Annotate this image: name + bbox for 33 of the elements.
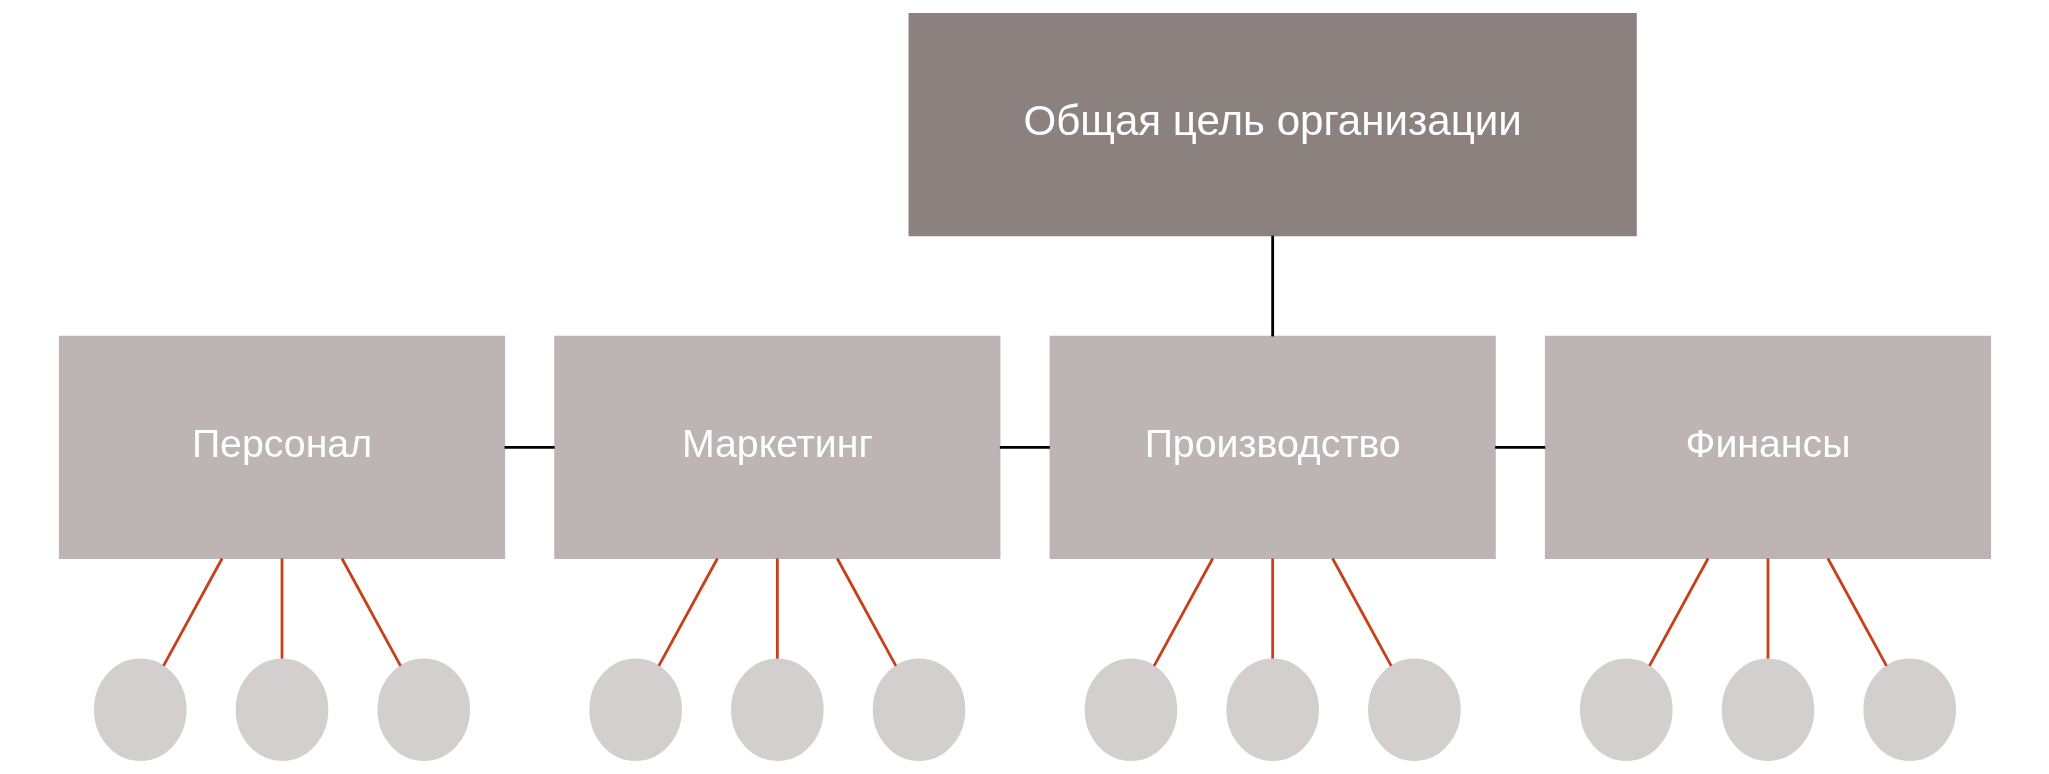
connector	[835, 557, 897, 667]
node-circle	[1579, 658, 1673, 761]
node-circle	[93, 658, 187, 761]
connector	[1826, 557, 1888, 667]
node-box: Финансы	[1544, 335, 1991, 559]
connector	[1766, 558, 1769, 659]
connector	[657, 557, 719, 667]
node-circle	[872, 658, 965, 761]
connector	[280, 558, 283, 659]
node-circle	[1721, 658, 1814, 761]
connector	[1330, 557, 1392, 667]
connector	[999, 445, 1050, 449]
connector	[1270, 235, 1274, 337]
node-box: Общая цель организации	[908, 13, 1637, 237]
connector	[161, 557, 223, 667]
connector	[1270, 558, 1274, 659]
node-circle	[1225, 658, 1319, 761]
node-box: Производство	[1049, 335, 1496, 559]
connector	[504, 445, 555, 449]
connector	[1494, 445, 1545, 449]
node-circle	[1862, 658, 1956, 761]
connector	[1152, 557, 1214, 667]
node-circle	[730, 658, 824, 761]
node-circle	[1367, 658, 1461, 761]
node-circle	[588, 658, 682, 761]
node-box: Персонал	[58, 335, 505, 559]
connector	[340, 557, 402, 667]
node-circle	[235, 658, 328, 761]
node-circle	[376, 658, 470, 761]
connector	[775, 558, 779, 659]
node-circle	[1084, 658, 1177, 761]
connector	[1647, 557, 1709, 667]
node-box: Маркетинг	[553, 335, 1000, 559]
